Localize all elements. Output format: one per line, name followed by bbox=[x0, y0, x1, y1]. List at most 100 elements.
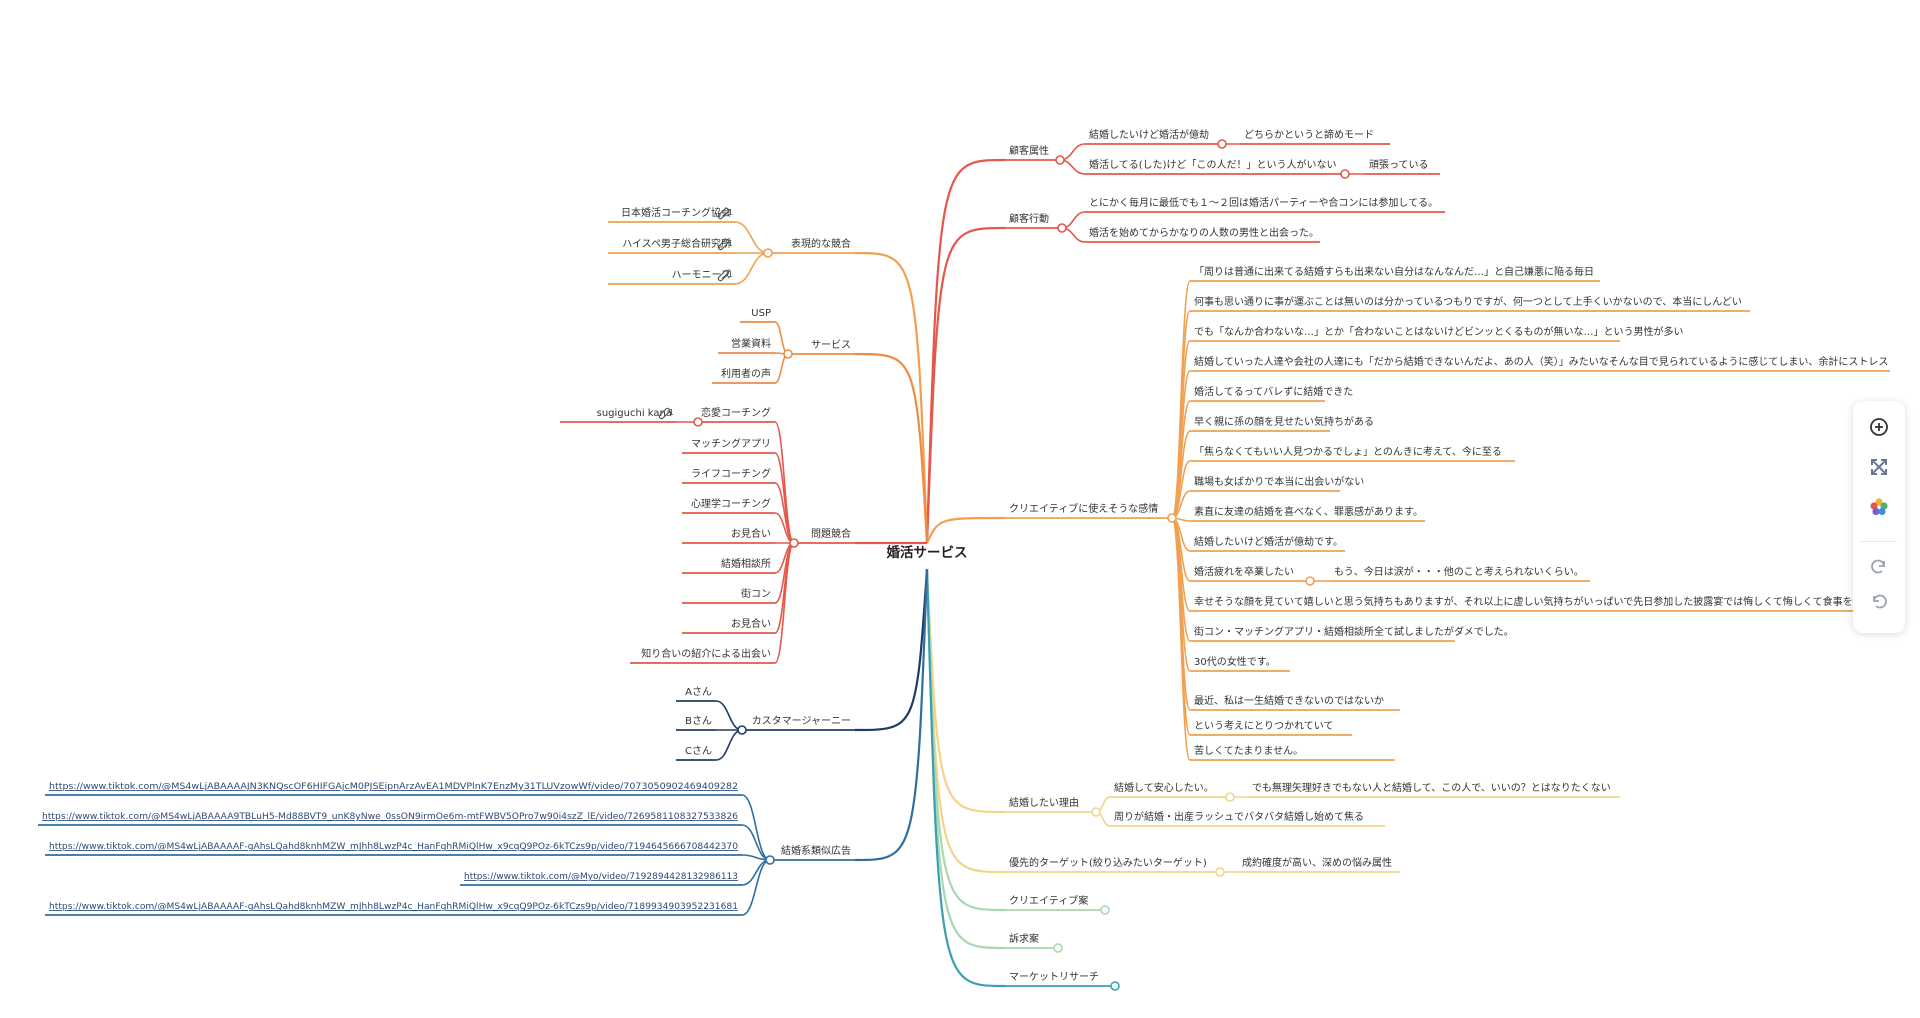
topic-node[interactable]: 何事も思い通りに事が運ぶことは無いのは分かっているつもりですが、何一つとして上手… bbox=[1194, 295, 1742, 308]
topic-node[interactable]: 婚活してる(した)けど「この人だ！」という人がいない bbox=[1089, 158, 1337, 171]
topic-node[interactable]: という考えにとりつかれていて bbox=[1194, 720, 1334, 732]
topic-node[interactable]: 利用者の声 bbox=[721, 367, 771, 380]
topic-node[interactable]: お見合い bbox=[731, 617, 771, 630]
collapse-knot[interactable] bbox=[783, 349, 793, 359]
layout-button[interactable] bbox=[1863, 451, 1895, 483]
redo-button[interactable] bbox=[1863, 551, 1895, 583]
topic-node[interactable]: 早く親に孫の顔を見せたい気持ちがある bbox=[1194, 415, 1374, 428]
connector-line bbox=[926, 516, 1006, 544]
topic-node[interactable]: Cさん bbox=[685, 745, 712, 757]
topic-node[interactable]: 表現的な競合 bbox=[791, 237, 851, 250]
topic-node[interactable]: USP bbox=[751, 308, 771, 319]
topic-node[interactable]: マッチングアプリ bbox=[691, 437, 771, 450]
topic-node[interactable]: 顧客属性 bbox=[1009, 144, 1049, 157]
collapse-knot[interactable] bbox=[1167, 513, 1177, 523]
topic-node[interactable]: 街コン・マッチングアプリ・結婚相談所全て試しましたがダメでした。 bbox=[1194, 625, 1514, 638]
topic-node[interactable]: 幸せそうな顔を見ていて嬉しいと思う気持ちもありますが、それ以上に虚しい気持ちがい… bbox=[1194, 595, 1853, 608]
topic-node[interactable]: 苦しくてたまりません。 bbox=[1194, 744, 1303, 757]
topic-node[interactable]: 問題競合 bbox=[811, 527, 851, 540]
topic-node[interactable]: 恋愛コーチング bbox=[701, 406, 771, 419]
topic-node[interactable]: 結婚したいけど婚活が億劫です。 bbox=[1194, 535, 1343, 548]
topic-node[interactable]: 成約確度が高い、深めの悩み属性 bbox=[1242, 856, 1392, 869]
collapse-knot[interactable] bbox=[1057, 223, 1067, 233]
topic-node[interactable]: 「周りは普通に出来てる結婚すらも出来ない自分はなんなんだ…」と自己嫌悪に陥る毎日 bbox=[1194, 265, 1594, 278]
topic-node[interactable]: お見合い bbox=[731, 527, 771, 540]
attachment-badge[interactable]: 1 bbox=[717, 269, 733, 282]
collapse-knot[interactable] bbox=[1053, 943, 1063, 953]
topic-node[interactable]: 周りが結婚・出産ラッシュでバタバタ結婚し始めて焦る bbox=[1114, 810, 1364, 823]
topic-node[interactable]: カスタマージャーニー bbox=[752, 715, 851, 727]
topic-node[interactable]: 婚活を始めてからかなりの人数の男性と出会った。 bbox=[1089, 226, 1319, 239]
topic-node[interactable]: 頑張っている bbox=[1369, 159, 1429, 171]
collapse-knot[interactable] bbox=[1110, 981, 1120, 991]
topic-node[interactable]: でも無理矢理好きでもない人と結婚して、この人で、いいの？とはなりたくない bbox=[1252, 781, 1611, 794]
topic-node[interactable]: 日本婚活コーチング協会 bbox=[621, 206, 731, 219]
collapse-knot[interactable] bbox=[1100, 905, 1110, 915]
collapse-knot[interactable] bbox=[1225, 792, 1235, 802]
topic-node[interactable]: 結婚系類似広告 bbox=[781, 844, 851, 857]
topic-node[interactable]: 婚活してるってバレずに結婚できた bbox=[1194, 385, 1353, 398]
theme-button[interactable] bbox=[1863, 491, 1895, 523]
topic-node[interactable]: 営業資料 bbox=[731, 337, 771, 350]
topic-node[interactable]: 知り合いの紹介による出会い bbox=[641, 647, 771, 660]
collapse-knot[interactable] bbox=[1215, 867, 1225, 877]
topic-node[interactable]: Bさん bbox=[685, 715, 712, 727]
topic-node[interactable]: とにかく毎月に最低でも１〜２回は婚活パーティーや合コンには参加してる。 bbox=[1089, 196, 1438, 209]
collapse-knot[interactable] bbox=[763, 248, 773, 258]
collapse-knot[interactable] bbox=[693, 417, 703, 427]
topic-node[interactable]: サービス bbox=[811, 339, 851, 351]
topic-node[interactable]: 心理学コーチング bbox=[691, 497, 771, 510]
topic-node[interactable]: 結婚したい理由 bbox=[1009, 796, 1079, 809]
topic-node[interactable]: 30代の女性です。 bbox=[1194, 655, 1276, 668]
topic-node[interactable]: どちらかというと諦めモード bbox=[1244, 128, 1374, 141]
topic-node[interactable]: ハイスペ男子総合研究所 bbox=[622, 237, 731, 250]
paperclip-icon bbox=[717, 269, 730, 282]
topic-node[interactable]: マーケットリサーチ bbox=[1009, 971, 1099, 983]
central-topic[interactable]: 婚活サービス bbox=[887, 544, 968, 561]
collapse-knot[interactable] bbox=[1305, 576, 1315, 586]
topic-node[interactable]: クリエイティブ案 bbox=[1009, 894, 1088, 907]
topic-node[interactable]: 顧客行動 bbox=[1009, 212, 1049, 225]
topic-node[interactable]: 結婚相談所 bbox=[721, 557, 771, 570]
topic-node[interactable]: 訴求案 bbox=[1009, 932, 1039, 945]
connector-line bbox=[741, 859, 771, 886]
topic-node[interactable]: 最近、私は一生結婚できないのではないか bbox=[1194, 694, 1384, 707]
collapse-knot[interactable] bbox=[1055, 155, 1065, 165]
ad-link[interactable]: https://www.tiktok.com/@MS4wLjABAAAA9TBL… bbox=[42, 812, 738, 822]
topic-node[interactable]: もう、今日は涙が・・・他のこと考えられないくらい。 bbox=[1334, 565, 1584, 578]
attachment-badge[interactable]: 1 bbox=[717, 238, 733, 251]
ad-link[interactable]: https://www.tiktok.com/@MS4wLjABAAAAF-gA… bbox=[49, 842, 738, 852]
collapse-knot[interactable] bbox=[1340, 169, 1350, 179]
topic-node[interactable]: ライフコーチング bbox=[691, 467, 771, 480]
collapse-knot[interactable] bbox=[1217, 139, 1227, 149]
topic-node[interactable]: 職場も女ばかりで本当に出会いがない bbox=[1194, 475, 1364, 488]
topic-node[interactable]: 婚活疲れを卒業したい bbox=[1194, 565, 1294, 578]
undo-button[interactable] bbox=[1863, 586, 1895, 618]
attachment-badge[interactable]: 1 bbox=[658, 407, 674, 420]
topic-node[interactable]: 結婚していった人達や会社の人達にも「だから結婚できないんだよ、あの人（笑）」みた… bbox=[1194, 355, 1888, 368]
topic-node[interactable]: 街コン bbox=[741, 587, 771, 600]
topic-node[interactable]: Aさん bbox=[685, 686, 712, 698]
topic-node[interactable]: 結婚したいけど婚活が億劫 bbox=[1089, 128, 1209, 141]
collapse-knot[interactable] bbox=[737, 725, 747, 735]
collapse-knot[interactable] bbox=[765, 855, 775, 865]
topic-node[interactable]: ハーモニーズ bbox=[672, 268, 732, 281]
topic-node[interactable]: クリエイティブに使えそうな感情 bbox=[1009, 502, 1158, 515]
ad-link[interactable]: https://www.tiktok.com/@Myo/video/719289… bbox=[464, 872, 738, 882]
collapse-knot[interactable] bbox=[1091, 807, 1101, 817]
topic-node[interactable]: 優先的ターゲット(絞り込みたいターゲット) bbox=[1009, 856, 1207, 869]
topic-node[interactable]: 結婚して安心したい。 bbox=[1114, 781, 1214, 794]
collapse-knot[interactable] bbox=[789, 538, 799, 548]
topic-node[interactable]: でも「なんか合わないな…」とか「合わないことはないけどビンッとくるものが無いな…… bbox=[1194, 325, 1684, 338]
ad-link[interactable]: https://www.tiktok.com/@MS4wLjABAAAAJN3K… bbox=[49, 782, 738, 792]
ad-link[interactable]: https://www.tiktok.com/@MS4wLjABAAAAF-gA… bbox=[49, 902, 738, 912]
attachment-count: 1 bbox=[669, 408, 674, 417]
add-node-button[interactable] bbox=[1863, 411, 1895, 443]
connector-line bbox=[854, 251, 929, 544]
topic-node[interactable]: 素直に友達の結婚を喜べなく、罪悪感があります。 bbox=[1194, 505, 1423, 518]
topic-node[interactable]: sugiguchi kana bbox=[597, 408, 672, 419]
mind-map-connectors bbox=[38, 143, 1890, 988]
topic-node[interactable]: 「焦らなくてもいい人見つかるでしょ」とのんきに考えて、今に至る bbox=[1194, 445, 1502, 458]
attachment-badge[interactable]: 1 bbox=[717, 207, 733, 220]
